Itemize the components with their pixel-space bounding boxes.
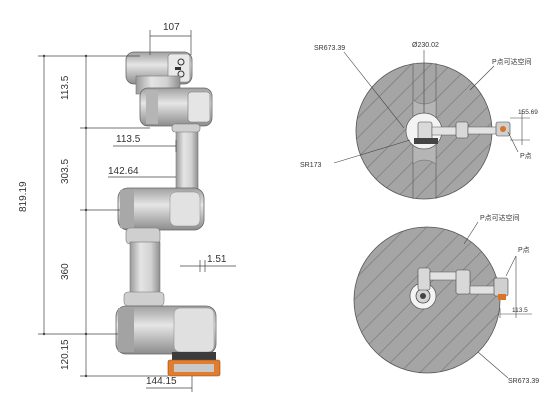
wrist-joint-middle (135, 75, 213, 127)
dim-360: 360 (60, 263, 71, 280)
upper-arm-link (123, 227, 165, 307)
label-sr673-top: SR673.39 (314, 45, 345, 52)
dim-303-5: 303.5 (60, 159, 71, 184)
robot-top-view (414, 121, 511, 144)
dim-113-5-horizontal: 113.5 (116, 134, 141, 145)
label-p-point-bottom: P点 (518, 246, 530, 254)
dim-142-64: 142.64 (108, 166, 139, 177)
bottom-workspace-view (353, 221, 532, 379)
label-113-5-bottom: 113.5 (512, 307, 528, 314)
robot-base (167, 352, 221, 377)
dimension-lines-left (38, 30, 236, 392)
dim-base-width: 144.15 (146, 376, 177, 387)
dimension-ticks-left (42, 54, 88, 378)
label-diameter: Ø230.02 (412, 42, 439, 49)
forearm-link (171, 123, 201, 195)
dim-top-width: 107 (163, 22, 180, 33)
dim-113-5-vertical: 113.5 (60, 75, 71, 100)
top-workspace-view (333, 50, 530, 200)
label-sr173: SR173 (300, 162, 322, 169)
label-sr673-bottom: SR673.39 (508, 378, 539, 385)
label-155-69: 155.69 (518, 109, 538, 116)
shoulder-joint (115, 305, 217, 355)
label-reachable-top: P点可达空间 (492, 57, 532, 66)
robot-bottom-view (415, 267, 509, 304)
label-p-point-top: P点 (520, 152, 532, 160)
label-reachable-bottom: P点可达空间 (480, 213, 520, 222)
dim-overall-height: 819.19 (18, 181, 29, 212)
dim-1-51: 1.51 (207, 254, 227, 265)
elbow-joint (117, 187, 205, 231)
robot-side-view (115, 51, 221, 377)
dim-120-15: 120.15 (60, 339, 71, 370)
